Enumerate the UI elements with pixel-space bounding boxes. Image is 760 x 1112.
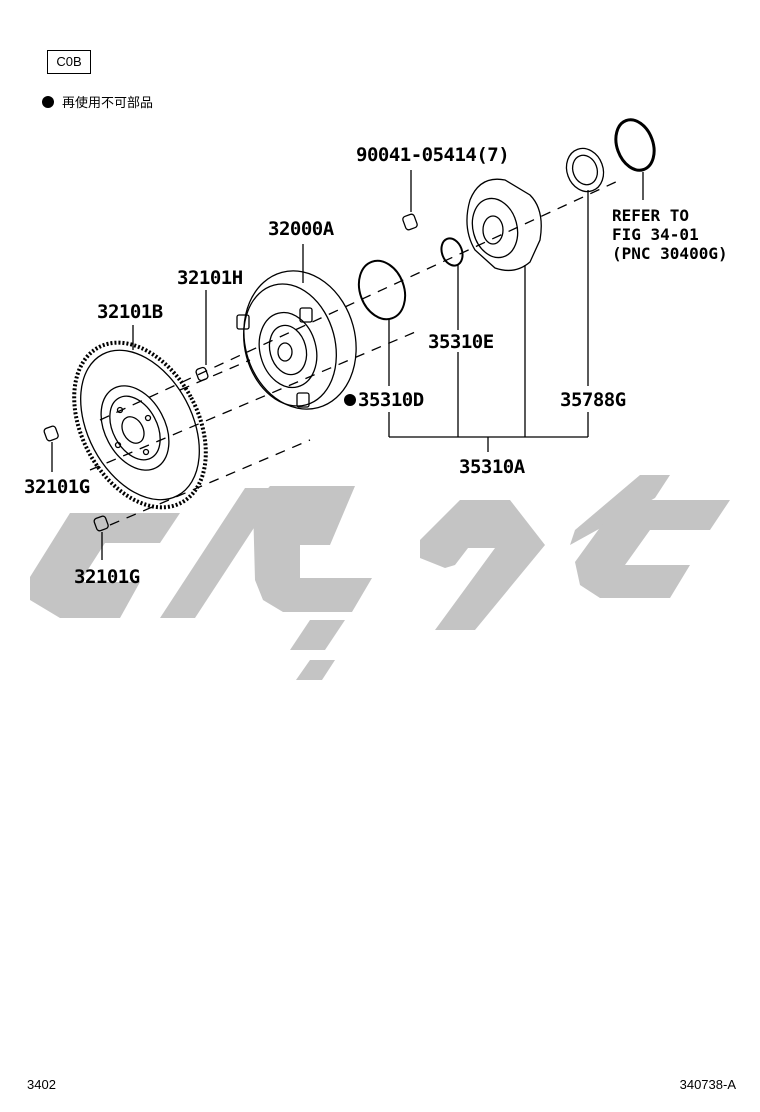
catalog-code-box: C0B: [47, 50, 91, 74]
drive-plate-drawing: [72, 340, 208, 510]
part-label-32101B[interactable]: 32101B: [97, 301, 163, 323]
part-label-35310A[interactable]: 35310A: [459, 456, 525, 478]
part-label-35788G[interactable]: 35788G: [560, 389, 626, 411]
reference-line-3: (PNC 30400G): [612, 244, 728, 263]
part-label-35310D-group[interactable]: 35310D: [344, 389, 424, 411]
watermark-logo: [30, 475, 730, 680]
reference-note: REFER TO FIG 34-01 (PNC 30400G): [612, 206, 728, 263]
part-label-32101G-upper[interactable]: 32101G: [24, 476, 90, 498]
part-label-32101H[interactable]: 32101H: [177, 267, 243, 289]
part-label-32101G-lower[interactable]: 32101G: [74, 566, 140, 588]
part-label-32000A[interactable]: 32000A: [268, 218, 334, 240]
part-label-35310D[interactable]: 35310D: [358, 389, 424, 411]
part-label-90041[interactable]: 90041-05414(7): [356, 144, 510, 166]
non-reusable-dot-icon: [42, 95, 54, 108]
page-number: 3402: [27, 1077, 56, 1092]
illustration-id: 340738-A: [679, 1077, 736, 1092]
legend-text: 再使用不可部品: [62, 96, 154, 111]
torque-converter-drawing: [236, 270, 357, 410]
non-reusable-dot-icon: [344, 394, 356, 406]
oil-pump-drawing: [466, 178, 542, 272]
part-label-35310E[interactable]: 35310E: [428, 331, 494, 353]
legend: 再使用不可部品: [42, 92, 153, 111]
reference-line-2[interactable]: FIG 34-01: [612, 225, 699, 244]
reference-line-1: REFER TO: [612, 206, 690, 225]
